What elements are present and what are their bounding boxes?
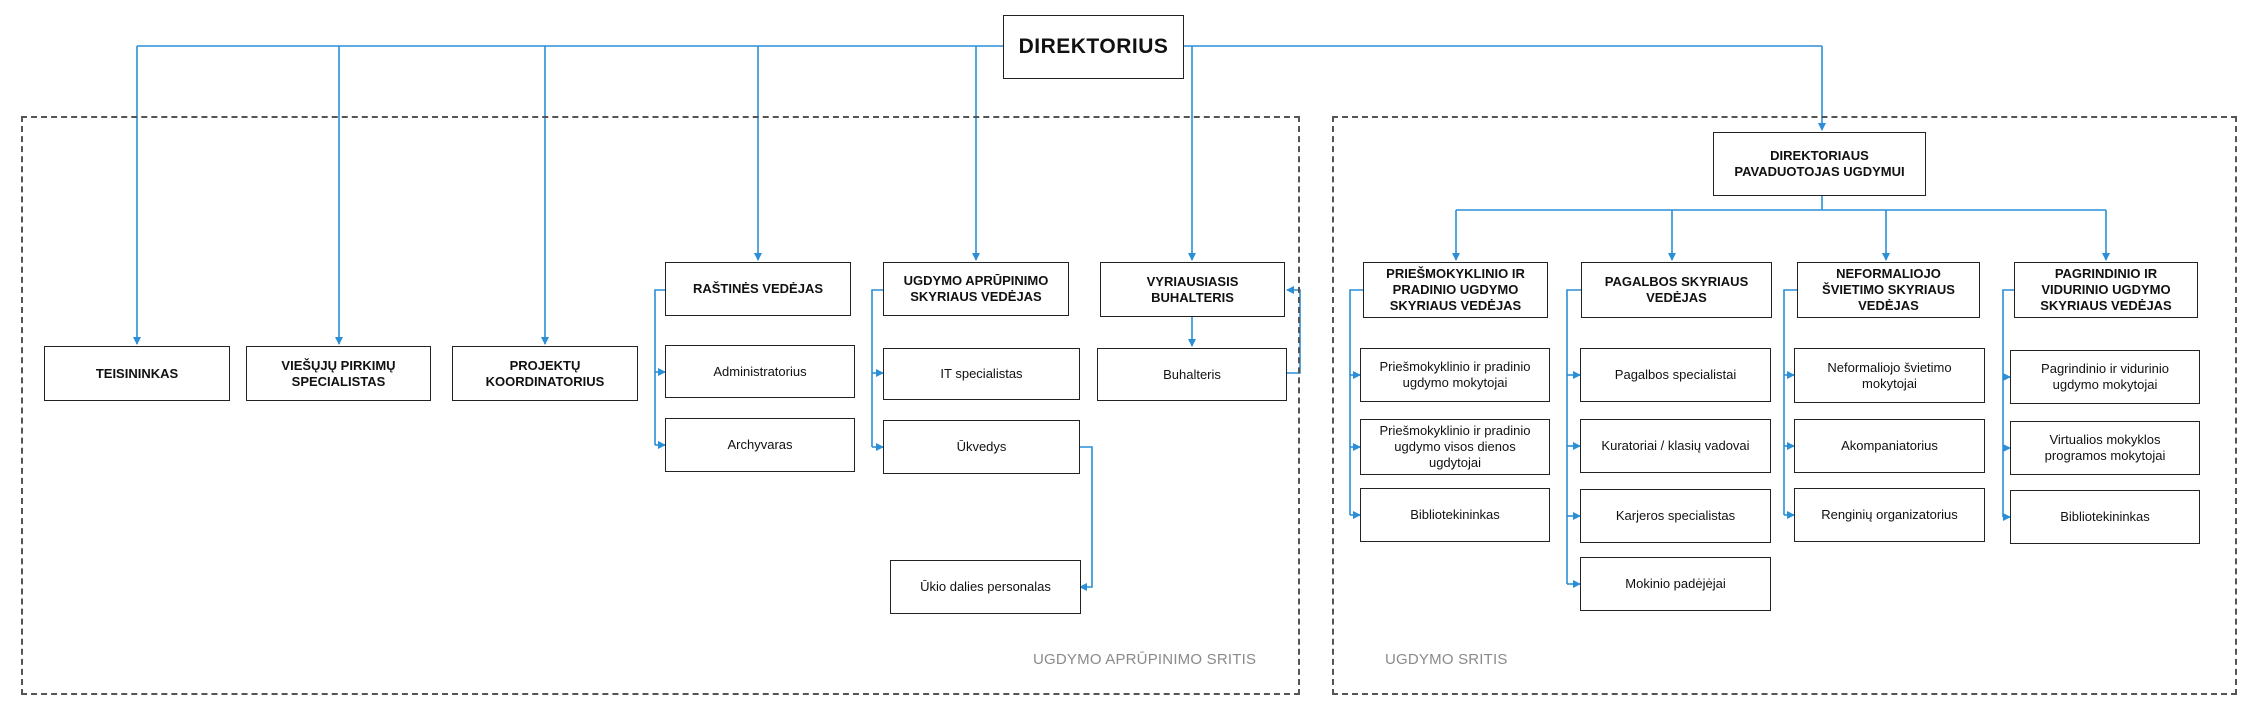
office-manager-node[interactable]: RAŠTINĖS VEDĖJAS — [665, 262, 851, 316]
support-head-node[interactable]: PAGALBOS SKYRIAUS VEDĖJAS — [1581, 262, 1772, 318]
event-organizer-node[interactable]: Renginių organizatorius — [1794, 488, 1985, 542]
education-area-frame — [1332, 116, 2237, 695]
administrator-node[interactable]: Administratorius — [665, 345, 855, 398]
director-node[interactable]: DIREKTORIUS — [1003, 15, 1184, 79]
virtual-school-teachers-node[interactable]: Virtualios mokyklos programos mokytojai — [2010, 421, 2200, 475]
supply-area-label: UGDYMO APRŪPINIMO SRITIS — [1033, 651, 1257, 668]
support-specialists-node[interactable]: Pagalbos specialistai — [1580, 348, 1771, 402]
chief-accountant-node[interactable]: VYRIAUSIASIS BUHALTERIS — [1100, 262, 1285, 317]
librarian-node-2[interactable]: Bibliotekininkas — [2010, 490, 2200, 544]
lawyer-node[interactable]: TEISININKAS — [44, 346, 230, 401]
accountant-node[interactable]: Buhalteris — [1097, 348, 1287, 401]
nonformal-head-node[interactable]: NEFORMALIOJO ŠVIETIMO SKYRIAUS VEDĖJAS — [1797, 262, 1980, 318]
supply-head-node[interactable]: UGDYMO APRŪPINIMO SKYRIAUS VEDĖJAS — [883, 262, 1069, 316]
accompanist-node[interactable]: Akompaniatorius — [1794, 419, 1985, 473]
preschool-teachers-node[interactable]: Priešmokyklinio ir pradinio ugdymo mokyt… — [1360, 348, 1550, 402]
deputy-director-node[interactable]: DIREKTORIAUS PAVADUOTOJAS UGDYMUI — [1713, 132, 1926, 196]
secondary-teachers-node[interactable]: Pagrindinio ir vidurinio ugdymo mokytoja… — [2010, 350, 2200, 404]
preschool-head-node[interactable]: PRIEŠMOKYKLINIO IR PRADINIO UGDYMO SKYRI… — [1363, 262, 1548, 318]
secondary-head-node[interactable]: PAGRINDINIO IR VIDURINIO UGDYMO SKYRIAUS… — [2014, 262, 2198, 318]
curators-node[interactable]: Kuratoriai / klasių vadovai — [1580, 419, 1771, 473]
nonformal-teachers-node[interactable]: Neformaliojo švietimo mokytojai — [1794, 348, 1985, 403]
housekeeper-node[interactable]: Ūkvedys — [883, 420, 1080, 474]
student-assistants-node[interactable]: Mokinio padėjėjai — [1580, 557, 1771, 611]
procurement-specialist-node[interactable]: VIEŠŲJŲ PIRKIMŲ SPECIALISTAS — [246, 346, 431, 401]
maintenance-staff-node[interactable]: Ūkio dalies personalas — [890, 560, 1081, 614]
education-area-label: UGDYMO SRITIS — [1385, 651, 1508, 668]
supply-area-frame — [21, 116, 1300, 695]
career-specialist-node[interactable]: Karjeros specialistas — [1580, 489, 1771, 543]
it-specialist-node[interactable]: IT specialistas — [883, 348, 1080, 400]
allday-educators-node[interactable]: Priešmokyklinio ir pradinio ugdymo visos… — [1360, 419, 1550, 475]
librarian-node-1[interactable]: Bibliotekininkas — [1360, 488, 1550, 542]
project-coordinator-node[interactable]: PROJEKTŲ KOORDINATORIUS — [452, 346, 638, 401]
archivist-node[interactable]: Archyvaras — [665, 418, 855, 472]
